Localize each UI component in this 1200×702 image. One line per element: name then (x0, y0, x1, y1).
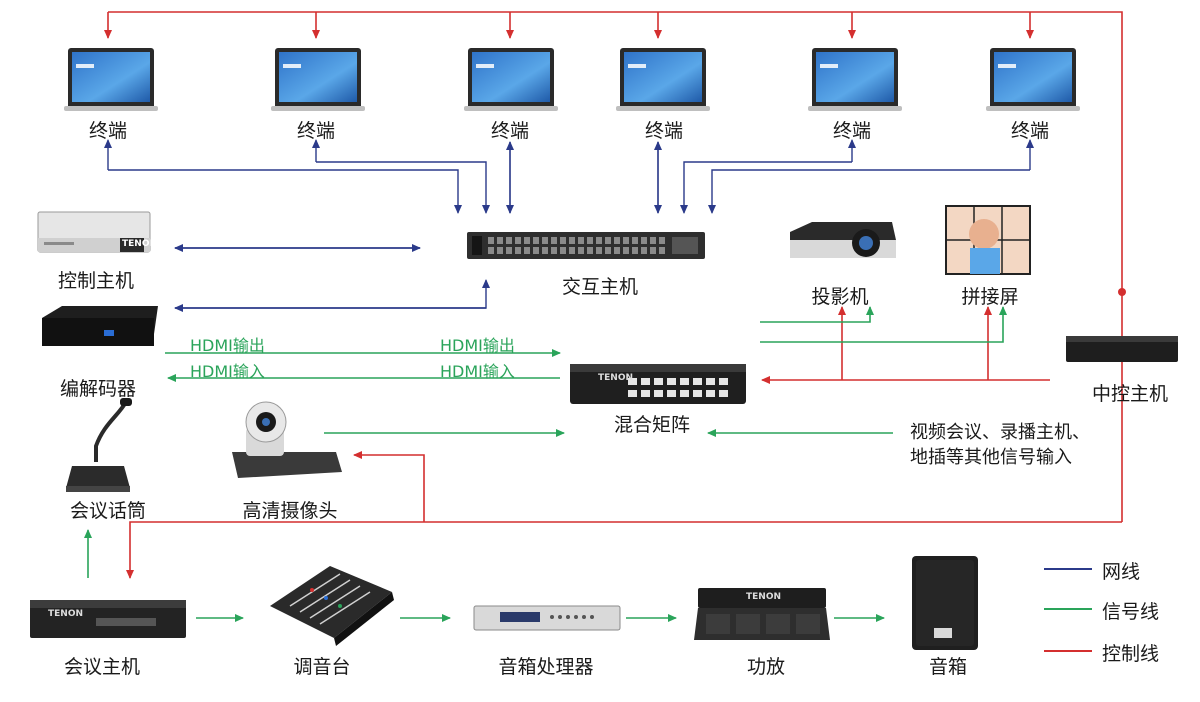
conference-host-label: 会议主机 (63, 656, 141, 678)
monitor-icon (986, 48, 1080, 111)
note-line-1: 视频会议、录播主机、 (910, 422, 1090, 443)
monitor-icon (464, 48, 558, 111)
legend-swatches (1044, 568, 1092, 652)
interaction-host-label: 交互主机 (561, 276, 639, 298)
hdmi-out-label-left: HDMI输出 (190, 336, 265, 355)
brand-logo-amplifier: TENON (746, 592, 782, 602)
legend-signal: 信号线 (1102, 601, 1160, 623)
projector-icon (790, 222, 896, 258)
monitor-icon (64, 48, 158, 111)
note-line-2: 地插等其他信号输入 (910, 447, 1072, 468)
speaker-processor-icon (473, 605, 621, 631)
monitor-icon (808, 48, 902, 111)
microphone-label: 会议话筒 (69, 500, 147, 522)
projector-label: 投影机 (811, 286, 869, 308)
mixer-label: 调音台 (293, 656, 351, 678)
matrix-switcher-icon (570, 364, 746, 404)
amplifier-label: 功放 (746, 656, 786, 678)
other-signal-note: 视频会议、录播主机、 地插等其他信号输入 (910, 420, 1090, 470)
video-wall-icon (945, 205, 1031, 275)
terminal-label: 终端 (1010, 120, 1050, 142)
central-control-label: 中控主机 (1091, 383, 1169, 405)
codec-label: 编解码器 (59, 378, 137, 400)
ptz-camera-icon (232, 401, 342, 478)
speaker-cabinet-icon (912, 556, 978, 650)
brand-logo-rack: TENON (122, 239, 158, 249)
terminal-label: 终端 (490, 120, 530, 142)
terminal-label: 终端 (644, 120, 684, 142)
microphone-icon (66, 398, 132, 492)
splice-screen-label: 拼接屏 (961, 286, 1019, 308)
audio-mixer-icon (270, 566, 394, 646)
codec-box-icon (42, 306, 158, 346)
conference-host-icon (30, 600, 186, 638)
network-switch-icon (467, 232, 705, 259)
hd-camera-label: 高清摄像头 (242, 500, 338, 522)
speaker-label: 音箱 (928, 656, 968, 678)
power-amplifier-icon (694, 588, 830, 640)
monitor-icon (271, 48, 365, 111)
terminal-label: 终端 (296, 120, 336, 142)
terminal-label: 终端 (88, 120, 128, 142)
control-host-label: 控制主机 (57, 270, 135, 292)
speaker-processor-label: 音箱处理器 (498, 656, 594, 678)
central-control-icon (1066, 336, 1178, 362)
hdmi-in-label-right: HDMI输入 (440, 362, 515, 381)
legend-control: 控制线 (1102, 643, 1160, 665)
brand-logo-conference: TENON (48, 609, 84, 619)
terminal-icons (64, 48, 1080, 111)
network-lines (104, 139, 1034, 312)
terminal-label: 终端 (832, 120, 872, 142)
hdmi-in-label-left: HDMI输入 (190, 362, 265, 381)
signal-lines (84, 306, 1007, 622)
brand-logo-matrix: TENON (598, 373, 634, 383)
legend-network: 网线 (1102, 561, 1141, 583)
matrix-label: 混合矩阵 (613, 414, 691, 436)
monitor-icon (616, 48, 710, 111)
hdmi-out-label-right: HDMI输出 (440, 336, 515, 355)
rack-server-icon (37, 211, 151, 253)
